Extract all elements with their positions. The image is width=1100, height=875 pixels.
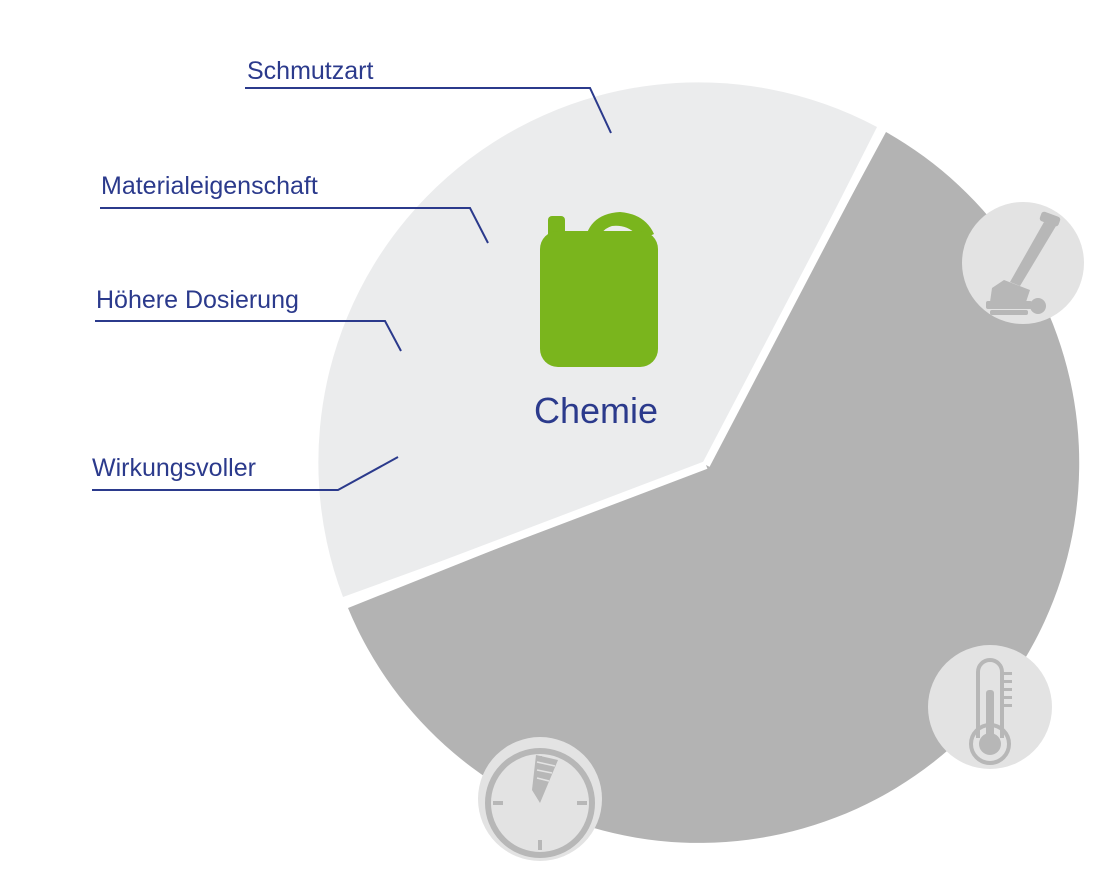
- floor-scrubber-icon: [962, 202, 1084, 324]
- factor-label-wirkungsvoller: Wirkungsvoller: [92, 454, 256, 482]
- leader-line-schmutzart: [245, 87, 612, 134]
- remaining-factors-segment: [348, 132, 1080, 843]
- thermometer-icon: [928, 645, 1052, 769]
- leader-lines: [92, 87, 612, 491]
- factor-label-hoehere-dosierung: Höhere Dosierung: [96, 286, 299, 314]
- leader-line-hoehere-dosierung: [95, 320, 402, 352]
- center-label-chemie: Chemie: [534, 390, 659, 431]
- leader-line-materialeigenschaft: [100, 207, 489, 244]
- clock-icon: [478, 737, 602, 861]
- factor-label-schmutzart: Schmutzart: [247, 57, 374, 85]
- canister-icon: [540, 212, 658, 367]
- segment-dividers: [343, 127, 886, 606]
- leader-line-wirkungsvoller: [92, 456, 399, 491]
- factor-label-materialeigenschaft: Materialeigenschaft: [101, 172, 318, 200]
